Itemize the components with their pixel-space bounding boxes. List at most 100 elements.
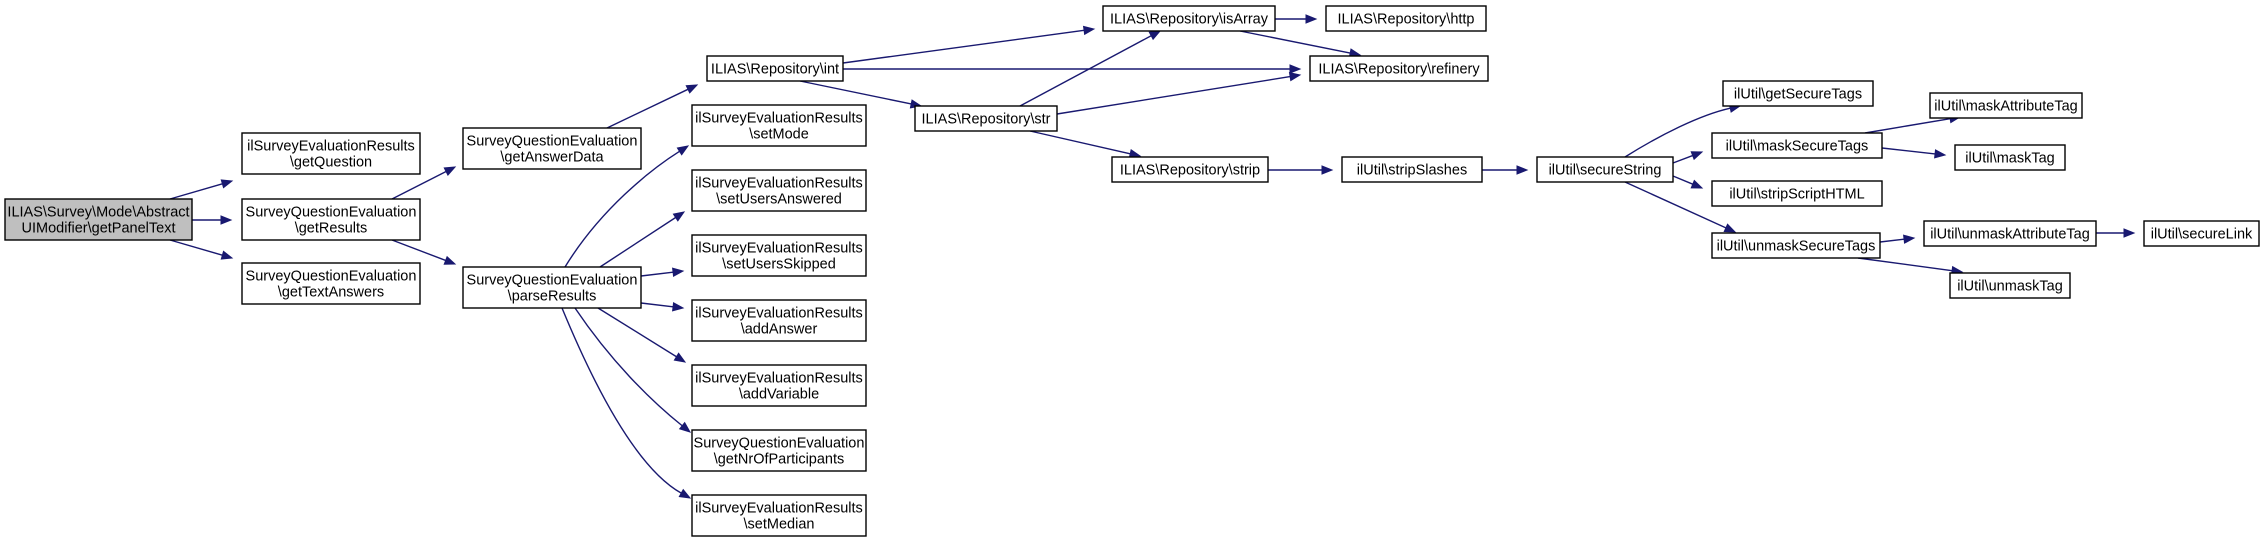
arrowhead-icon xyxy=(2123,228,2136,238)
edge-line xyxy=(169,239,223,256)
edge-parseResults-to-setMedian xyxy=(561,307,692,499)
arrowhead-icon xyxy=(1934,149,1947,159)
node-repoHttp[interactable]: ILIAS\Repository\http xyxy=(1325,5,1487,32)
edge-stripSlashes-to-secureString xyxy=(1482,165,1529,175)
edges-layer xyxy=(169,14,2136,499)
node-label: ilUtil\maskSecureTags xyxy=(1726,139,1869,155)
node-label: SurveyQuestionEvaluation xyxy=(467,134,638,150)
arrowhead-icon xyxy=(1690,151,1704,161)
arrowhead-icon xyxy=(685,84,699,94)
node-box xyxy=(691,494,867,537)
node-setMedian[interactable]: ilSurveyEvaluationResults\setMedian xyxy=(691,494,867,537)
node-unmaskTag[interactable]: ilUtil\unmaskTag xyxy=(1949,272,2071,299)
node-getAnswerData[interactable]: SurveyQuestionEvaluation\getAnswerData xyxy=(462,127,642,170)
arrowhead-icon xyxy=(673,352,687,363)
node-getResults[interactable]: SurveyQuestionEvaluation\getResults xyxy=(241,198,421,241)
node-box xyxy=(4,198,193,241)
arrowhead-icon xyxy=(1903,234,1916,244)
node-setUsersAnswered[interactable]: ilSurveyEvaluationResults\setUsersAnswer… xyxy=(691,169,867,212)
node-label: ILIAS\Repository\strip xyxy=(1120,163,1260,179)
edge-repoInt-to-repoStr xyxy=(799,80,923,109)
node-repoIsArray[interactable]: ILIAS\Repository\isArray xyxy=(1102,5,1276,32)
node-box xyxy=(1722,80,1874,107)
node-repoStrip[interactable]: ILIAS\Repository\strip xyxy=(1111,156,1269,183)
node-label: SurveyQuestionEvaluation xyxy=(467,273,638,289)
node-getNrOfParticipants[interactable]: SurveyQuestionEvaluation\getNrOfParticip… xyxy=(691,429,867,472)
edge-parseResults-to-getNrOfParticipants xyxy=(574,307,692,433)
node-box xyxy=(1325,5,1487,32)
node-repoInt[interactable]: ILIAS\Repository\int xyxy=(706,55,844,82)
node-box xyxy=(1309,55,1489,82)
node-label: ilUtil\unmaskTag xyxy=(1957,279,2063,295)
node-addAnswer[interactable]: ilSurveyEvaluationResults\addAnswer xyxy=(691,299,867,342)
node-addVariable[interactable]: ilSurveyEvaluationResults\addVariable xyxy=(691,364,867,407)
node-parseResults[interactable]: SurveyQuestionEvaluation\parseResults xyxy=(462,266,642,309)
node-setMode[interactable]: ilSurveyEvaluationResults\setMode xyxy=(691,104,867,147)
node-label: ilUtil\secureString xyxy=(1549,163,1662,179)
node-getTextAnswers[interactable]: SurveyQuestionEvaluation\getTextAnswers xyxy=(241,262,421,305)
arrowhead-icon xyxy=(220,179,234,189)
arrowhead-icon xyxy=(678,488,692,499)
node-label: \setMode xyxy=(749,127,809,143)
edge-unmaskSecureTags-to-unmaskAttributeTag xyxy=(1879,234,1916,244)
edge-line xyxy=(640,271,674,277)
edge-line xyxy=(842,29,1085,64)
node-label: ilSurveyEvaluationResults xyxy=(695,501,863,517)
node-label: ILIAS\Repository\http xyxy=(1337,12,1474,28)
node-box xyxy=(462,127,642,170)
edge-secureString-to-maskSecureTags xyxy=(1672,151,1704,164)
node-maskSecureTags[interactable]: ilUtil\maskSecureTags xyxy=(1711,132,1883,159)
node-label: \setUsersSkipped xyxy=(722,257,836,273)
node-stripScriptHTML[interactable]: ilUtil\stripScriptHTML xyxy=(1711,180,1883,207)
node-label: ilUtil\secureLink xyxy=(2151,227,2253,243)
arrowhead-icon xyxy=(1288,71,1302,82)
node-getQuestion[interactable]: ilSurveyEvaluationResults\getQuestion xyxy=(241,132,421,175)
node-label: \getAnswerData xyxy=(500,150,604,166)
node-maskAttributeTag[interactable]: ilUtil\maskAttributeTag xyxy=(1929,92,2083,119)
node-box xyxy=(1711,180,1883,207)
arrowhead-icon xyxy=(220,250,234,260)
node-repoRefinery[interactable]: ILIAS\Repository\refinery xyxy=(1309,55,1489,82)
node-repoStr[interactable]: ILIAS\Repository\str xyxy=(914,105,1058,132)
edge-line xyxy=(391,239,446,262)
node-label: SurveyQuestionEvaluation xyxy=(694,436,865,452)
node-label: ILIAS\Survey\Mode\Abstract xyxy=(7,205,189,221)
node-secureLink[interactable]: ilUtil\secureLink xyxy=(2143,220,2260,247)
edge-repoInt-to-repoIsArray xyxy=(842,25,1096,64)
node-box xyxy=(1954,144,2066,171)
node-root[interactable]: ILIAS\Survey\Mode\AbstractUIModifier\get… xyxy=(4,198,193,241)
edge-repoStr-to-repoRefinery xyxy=(1056,71,1302,115)
node-label: \getResults xyxy=(295,221,368,237)
edge-line xyxy=(1239,30,1351,54)
node-label: ilUtil\getSecureTags xyxy=(1734,87,1862,103)
node-label: ilSurveyEvaluationResults xyxy=(695,306,863,322)
node-label: \getTextAnswers xyxy=(278,285,384,301)
node-secureString[interactable]: ilUtil\secureString xyxy=(1536,156,1674,183)
edge-line xyxy=(1857,257,1953,272)
edge-repoStr-to-repoIsArray xyxy=(1019,30,1162,107)
arrowhead-icon xyxy=(1723,223,1737,233)
edge-maskSecureTags-to-maskTag xyxy=(1881,147,1947,159)
node-box xyxy=(691,234,867,277)
nodes-layer: ILIAS\Survey\Mode\AbstractUIModifier\get… xyxy=(4,5,2260,537)
node-stripSlashes[interactable]: ilUtil\stripSlashes xyxy=(1341,156,1483,183)
arrowhead-icon xyxy=(443,166,457,176)
edge-secureString-to-unmaskSecureTags xyxy=(1624,181,1737,233)
arrowhead-icon xyxy=(1148,30,1162,41)
node-label: ilUtil\maskAttributeTag xyxy=(1934,99,2077,115)
edge-repoStr-to-repoStrip xyxy=(1029,130,1142,159)
edge-line xyxy=(561,307,682,494)
node-label: ilUtil\maskTag xyxy=(1965,151,2054,167)
node-unmaskAttributeTag[interactable]: ilUtil\unmaskAttributeTag xyxy=(1923,220,2097,247)
node-label: \setMedian xyxy=(744,517,815,533)
edge-line xyxy=(1624,107,1731,158)
node-label: \getNrOfParticipants xyxy=(714,452,845,468)
node-setUsersSkipped[interactable]: ilSurveyEvaluationResults\setUsersSkippe… xyxy=(691,234,867,277)
node-maskTag[interactable]: ilUtil\maskTag xyxy=(1954,144,2066,171)
node-unmaskSecureTags[interactable]: ilUtil\unmaskSecureTags xyxy=(1711,232,1881,259)
arrowhead-icon xyxy=(672,267,685,277)
node-box xyxy=(691,299,867,342)
node-getSecureTags[interactable]: ilUtil\getSecureTags xyxy=(1722,80,1874,107)
node-box xyxy=(1711,132,1883,159)
node-label: ilSurveyEvaluationResults xyxy=(695,111,863,127)
